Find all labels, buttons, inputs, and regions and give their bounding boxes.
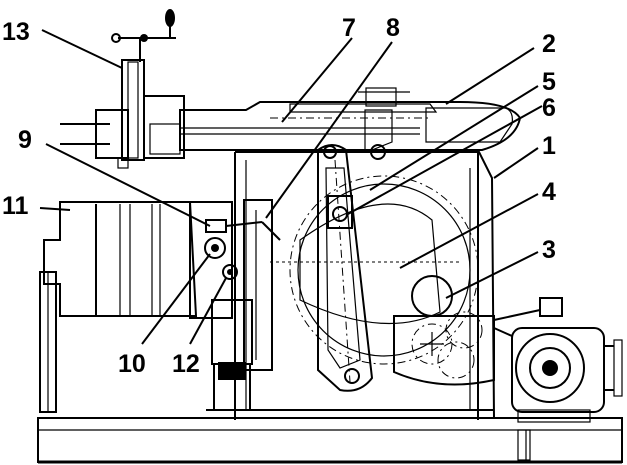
leader-5 <box>369 85 539 191</box>
callout-1: 1 <box>542 132 556 160</box>
leader-4 <box>399 193 539 269</box>
leader-9 <box>45 143 211 227</box>
ram <box>179 87 522 160</box>
callout-12: 12 <box>172 350 200 378</box>
table-support <box>206 299 262 411</box>
callout-9: 9 <box>18 126 32 154</box>
callout-7: 7 <box>342 14 356 42</box>
leader-12 <box>189 277 227 345</box>
leader-10 <box>141 253 211 345</box>
electric-motor <box>493 297 623 413</box>
leader-lines <box>39 29 543 345</box>
leader-13 <box>41 29 123 69</box>
column-body <box>234 149 495 420</box>
callout-4: 4 <box>542 178 556 206</box>
machine-base <box>37 409 623 464</box>
callout-labels: 13 7 8 2 5 6 9 1 11 4 3 10 12 <box>2 14 556 378</box>
leader-7 <box>281 37 353 123</box>
work-table <box>39 201 233 413</box>
callout-11: 11 <box>2 192 29 220</box>
tool-head <box>60 9 185 169</box>
leader-2 <box>445 47 535 105</box>
leader-8 <box>265 41 393 219</box>
leader-6 <box>347 105 543 215</box>
callout-10: 10 <box>118 350 146 378</box>
feed-mechanism <box>204 199 281 371</box>
leader-11 <box>39 207 71 211</box>
callout-3: 3 <box>542 236 556 264</box>
bull-gear <box>270 175 479 365</box>
callout-13: 13 <box>2 18 30 46</box>
leader-1 <box>493 147 539 179</box>
callout-8: 8 <box>386 14 400 42</box>
leader-3 <box>445 251 539 299</box>
callout-6: 6 <box>542 94 556 122</box>
callout-2: 2 <box>542 30 556 58</box>
callout-5: 5 <box>542 68 556 96</box>
